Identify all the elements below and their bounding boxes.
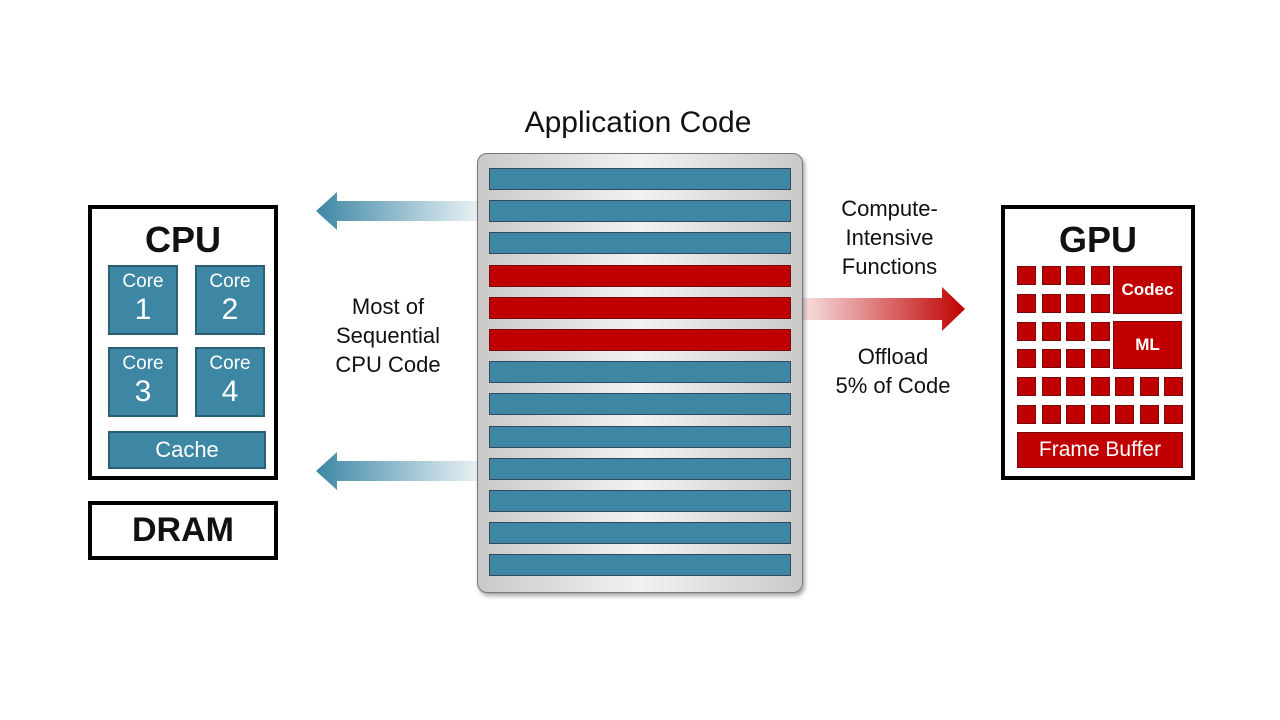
gpu-compute-cell	[1042, 377, 1061, 396]
gpu-compute-cell	[1042, 322, 1061, 341]
cpu-code-row	[489, 522, 791, 544]
gpu-compute-cell	[1017, 349, 1036, 368]
gpu-compute-cell	[1115, 405, 1134, 424]
gpu-compute-cell	[1164, 377, 1183, 396]
core-2: Core 2	[195, 265, 265, 335]
cpu-code-row	[489, 490, 791, 512]
cpu-code-row	[489, 361, 791, 383]
gpu-compute-cell	[1066, 377, 1085, 396]
cpu-code-row	[489, 554, 791, 576]
gpu-compute-cell	[1066, 405, 1085, 424]
gpu-code-row	[489, 265, 791, 287]
arrow-left-icon	[316, 452, 477, 490]
cpu-code-row	[489, 426, 791, 448]
gpu-compute-cell	[1017, 377, 1036, 396]
frame-buffer-block: Frame Buffer	[1017, 432, 1183, 468]
compute-intensive-label: Compute- Intensive Functions	[841, 196, 938, 279]
gpu-box: GPU Codec ML Frame Buffer	[1001, 205, 1195, 480]
gpu-compute-cell	[1017, 322, 1036, 341]
core-4: Core 4	[195, 347, 265, 417]
core-3: Core 3	[108, 347, 178, 417]
gpu-compute-cell	[1017, 266, 1036, 285]
cpu-title: CPU	[144, 219, 221, 260]
gpu-compute-cell	[1091, 405, 1110, 424]
gpu-compute-cell	[1066, 294, 1085, 313]
gpu-compute-cell	[1017, 405, 1036, 424]
core-1: Core 1	[108, 265, 178, 335]
gpu-code-row	[489, 329, 791, 351]
dram-box: DRAM	[88, 501, 278, 560]
cpu-code-row	[489, 393, 791, 415]
gpu-compute-cell	[1017, 294, 1036, 313]
application-code-panel	[477, 153, 803, 593]
gpu-compute-cell	[1042, 405, 1061, 424]
gpu-compute-cell	[1091, 266, 1110, 285]
gpu-compute-cell	[1066, 349, 1085, 368]
cpu-code-row	[489, 232, 791, 254]
gpu-compute-cell	[1140, 405, 1159, 424]
gpu-title: GPU	[1058, 219, 1137, 260]
gpu-compute-cell	[1091, 349, 1110, 368]
cpu-code-row	[489, 168, 791, 190]
gpu-compute-cell	[1091, 322, 1110, 341]
gpu-compute-cell	[1066, 322, 1085, 341]
cpu-box: CPU Core 1 Core 2 Core 3 Core 4 Cache	[88, 205, 278, 480]
gpu-compute-cell	[1164, 405, 1183, 424]
gpu-compute-cell	[1042, 294, 1061, 313]
gpu-code-row	[489, 297, 791, 319]
offload-label: Offload 5% of Code	[835, 344, 951, 398]
cpu-code-row	[489, 200, 791, 222]
gpu-compute-cell	[1091, 294, 1110, 313]
gpu-compute-cell	[1091, 377, 1110, 396]
gpu-compute-cell	[1042, 349, 1061, 368]
cache-block: Cache	[108, 431, 266, 469]
ml-block: ML	[1113, 321, 1182, 369]
application-code-title: Application Code	[524, 106, 752, 139]
codec-block: Codec	[1113, 266, 1182, 314]
arrow-right-icon	[803, 287, 965, 331]
gpu-compute-cell	[1115, 377, 1134, 396]
sequential-code-label: Most of Sequential CPU Code	[335, 294, 441, 377]
gpu-compute-cell	[1042, 266, 1061, 285]
gpu-compute-cell	[1140, 377, 1159, 396]
cpu-code-row	[489, 458, 791, 480]
arrow-left-icon	[316, 192, 477, 230]
gpu-compute-cell	[1066, 266, 1085, 285]
